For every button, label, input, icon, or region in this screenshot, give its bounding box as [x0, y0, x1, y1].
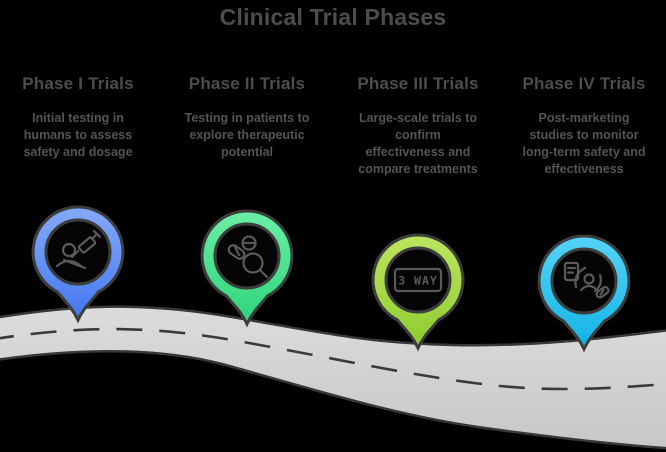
pills-magnifier-icon	[227, 235, 269, 279]
road	[0, 305, 666, 450]
three-way-sign-label: 3 WAY	[398, 274, 438, 288]
pin-inner-circle	[384, 246, 452, 314]
phase-column-1: Phase I Trials Initial testing in humans…	[8, 74, 148, 161]
phase-4-heading: Phase IV Trials	[522, 74, 646, 93]
phase-3-description: Large-scale trials to confirm effectiven…	[358, 111, 478, 176]
map-pin-phase-3: 3 WAY	[371, 233, 465, 352]
phase-4-description: Post-marketing studies to monitor long-t…	[522, 111, 646, 176]
phase-column-3: Phase III Trials Large-scale trials to c…	[340, 74, 496, 178]
page-title: Clinical Trial Phases	[219, 4, 447, 30]
three-way-sign-icon: 3 WAY	[393, 267, 443, 293]
syringe-person-icon	[55, 229, 102, 270]
phase-1-heading: Phase I Trials	[22, 74, 134, 93]
phase-column-4: Phase IV Trials Post-marketing studies t…	[506, 74, 662, 178]
phase-2-heading: Phase II Trials	[188, 74, 306, 93]
phase-2-description: Testing in patients to explore therapeut…	[184, 111, 310, 159]
document-patient-pill-icon	[563, 261, 610, 299]
phase-column-2: Phase II Trials Testing in patients to e…	[168, 74, 326, 161]
phase-1-description: Initial testing in humans to assess safe…	[23, 111, 133, 159]
map-pin-phase-2	[200, 209, 294, 328]
phase-3-heading: Phase III Trials	[357, 74, 479, 93]
map-pin-phase-4	[537, 234, 631, 353]
map-pin-phase-1	[31, 205, 125, 324]
